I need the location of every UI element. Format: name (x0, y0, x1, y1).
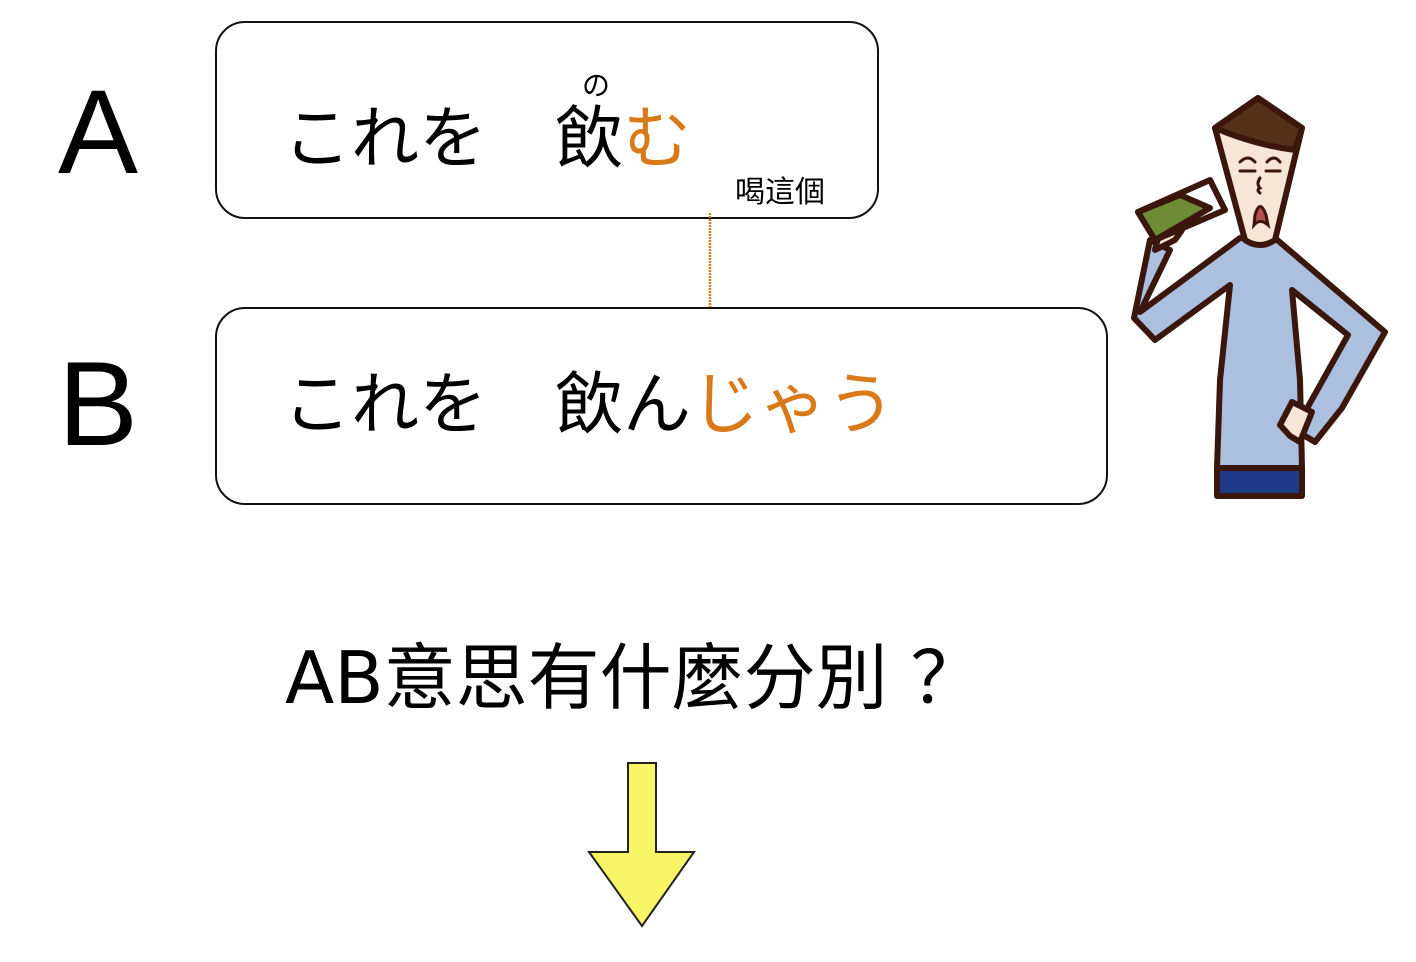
sentence-b-prefix: これを 飲ん (283, 366, 692, 445)
sentence-b: これを 飲んじゃう (283, 372, 895, 440)
sentence-b-suffix: じゃう (691, 366, 896, 445)
sentence-a: これを 飲む (283, 106, 691, 174)
down-arrow-icon (587, 762, 696, 928)
sentence-a-suffix: む (623, 100, 692, 179)
sentence-a-kanji: 飲 (555, 100, 624, 179)
man-drinking-illustration (1131, 95, 1388, 499)
question-text: AB意思有什麼分別 ？ (285, 636, 983, 720)
sentence-a-box (215, 21, 879, 219)
label-b: B (58, 337, 139, 471)
sentence-b-box (215, 307, 1108, 505)
label-a: A (58, 65, 139, 199)
furigana: の (582, 69, 611, 102)
sentence-a-prefix: これを (283, 100, 556, 179)
translation: 喝這個 (735, 175, 825, 210)
